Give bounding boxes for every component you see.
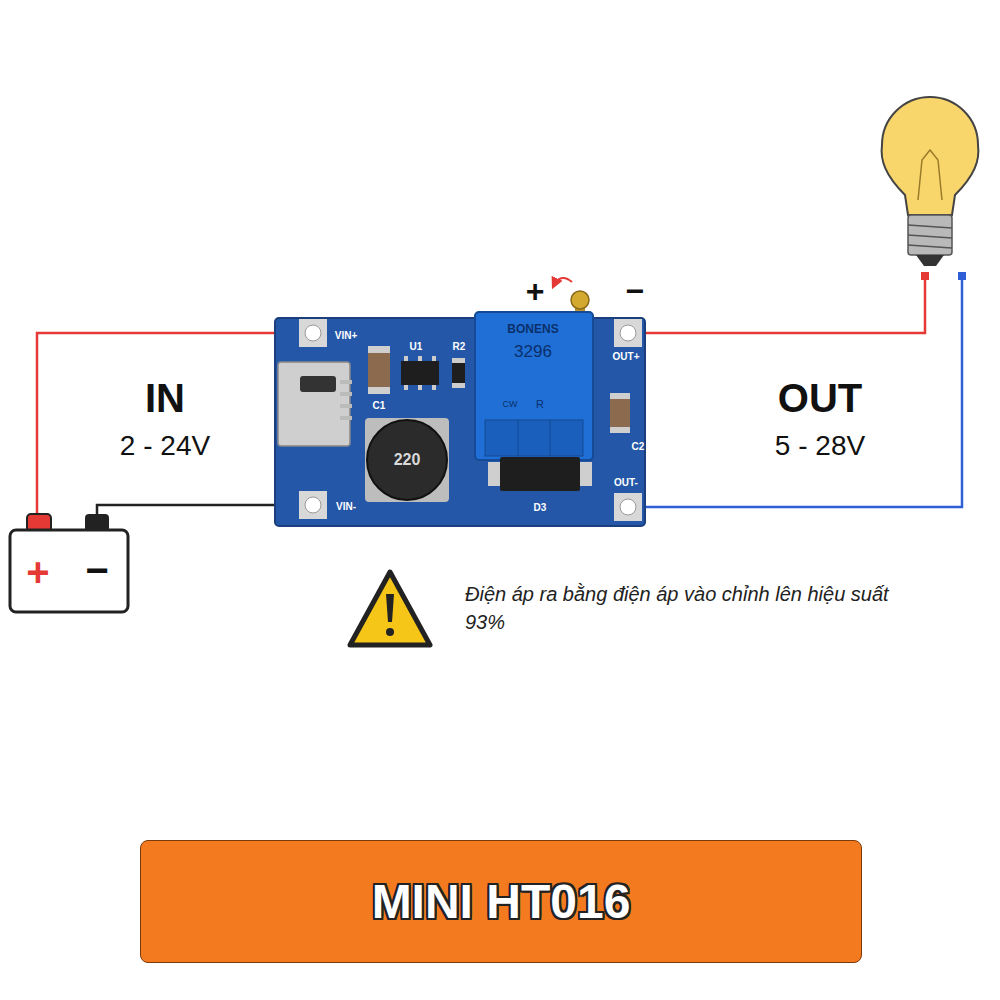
label-text: BONENS bbox=[507, 323, 558, 337]
blue-wire bbox=[628, 280, 962, 507]
banner-text: MINI HT016 bbox=[372, 874, 631, 929]
label-text: Điện áp ra bằng điện áp vào chỉnh lên hi… bbox=[465, 580, 905, 636]
label-text: 5 - 28V bbox=[775, 430, 865, 462]
warning-symbol bbox=[350, 572, 430, 645]
label-text: CW bbox=[503, 399, 518, 409]
label-text: 3296 bbox=[514, 342, 552, 362]
label-text: OUT+ bbox=[613, 351, 640, 363]
label-text: C1 bbox=[373, 400, 386, 412]
label-text: + bbox=[26, 549, 49, 595]
label-text: R2 bbox=[453, 341, 466, 353]
title-banner: MINI HT016 bbox=[140, 840, 862, 963]
boost-module bbox=[275, 291, 645, 526]
red-wire bbox=[628, 280, 925, 333]
label-text: OUT- bbox=[614, 477, 638, 489]
label-text: R bbox=[536, 398, 544, 411]
label-text: VIN- bbox=[336, 501, 356, 513]
label-text: + bbox=[526, 273, 545, 310]
label-text: C2 bbox=[632, 441, 645, 453]
label-text: D3 bbox=[534, 502, 547, 514]
label-text: − bbox=[85, 547, 108, 593]
label-text: 2 - 24V bbox=[120, 430, 210, 462]
label-text: VIN+ bbox=[335, 330, 358, 342]
lamp-symbol bbox=[882, 97, 979, 280]
label-text: 220 bbox=[394, 451, 421, 469]
label-text: U1 bbox=[410, 341, 423, 353]
battery-symbol bbox=[10, 514, 128, 612]
label-text: OUT bbox=[778, 375, 862, 421]
label-text: IN bbox=[145, 375, 185, 421]
red-wire bbox=[37, 333, 313, 517]
label-text: − bbox=[626, 273, 645, 310]
turn-arrow bbox=[553, 278, 572, 287]
